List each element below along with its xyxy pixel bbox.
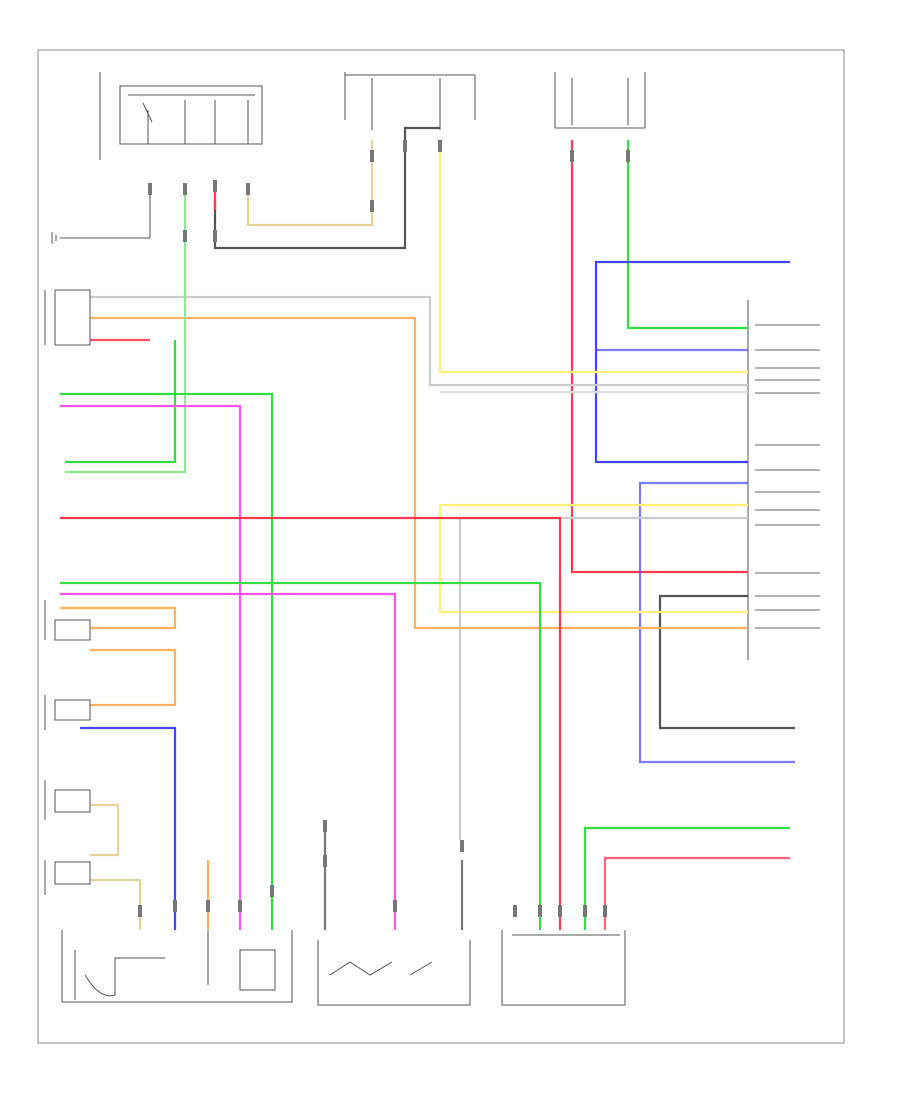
ignition-switch-block <box>99 72 263 160</box>
wire-yellow-lower <box>438 503 748 614</box>
wire-pink-lower <box>60 592 397 930</box>
wire-orange-long <box>90 316 748 630</box>
wire-connectors <box>138 140 630 917</box>
wire-green-left-2 <box>65 340 177 464</box>
wire-lightgray-2 <box>458 516 748 840</box>
fuse-block-top <box>344 72 476 130</box>
wire-lightgray-1 <box>90 295 748 387</box>
wire-blue-left <box>80 726 177 930</box>
wire-tan-left-2 <box>90 878 142 930</box>
left-switches <box>44 289 91 895</box>
wire-red-main <box>570 140 748 574</box>
brake-control-unit <box>317 940 471 1006</box>
wire-gray-right <box>658 594 795 730</box>
wire-green-lower <box>60 581 542 930</box>
wire-orange-left-2 <box>90 648 177 707</box>
ground-symbol <box>51 185 151 244</box>
wire-yellow-upper <box>438 140 748 374</box>
wire-green-bottom-right <box>583 826 790 930</box>
wire-red-bottom-right <box>603 856 790 930</box>
wire-green-top-right <box>626 140 748 330</box>
fuse-block-top-right <box>554 72 646 129</box>
wire-blue-lower <box>638 481 795 764</box>
engine-control-module <box>501 930 626 1006</box>
combination-meter <box>61 930 293 1003</box>
wire-green-left-vertical <box>65 185 187 474</box>
wire-green-mid <box>60 392 274 930</box>
wire-pink-mid <box>60 404 242 930</box>
wire-red-horizontal <box>60 516 562 930</box>
right-module-frame <box>747 300 820 660</box>
wire-tan-left <box>90 803 120 857</box>
wire-orange-left-1 <box>60 606 177 630</box>
diagram-frame <box>37 49 845 1044</box>
wire-tan-top <box>246 140 374 227</box>
wire-blue-upper <box>594 260 790 464</box>
